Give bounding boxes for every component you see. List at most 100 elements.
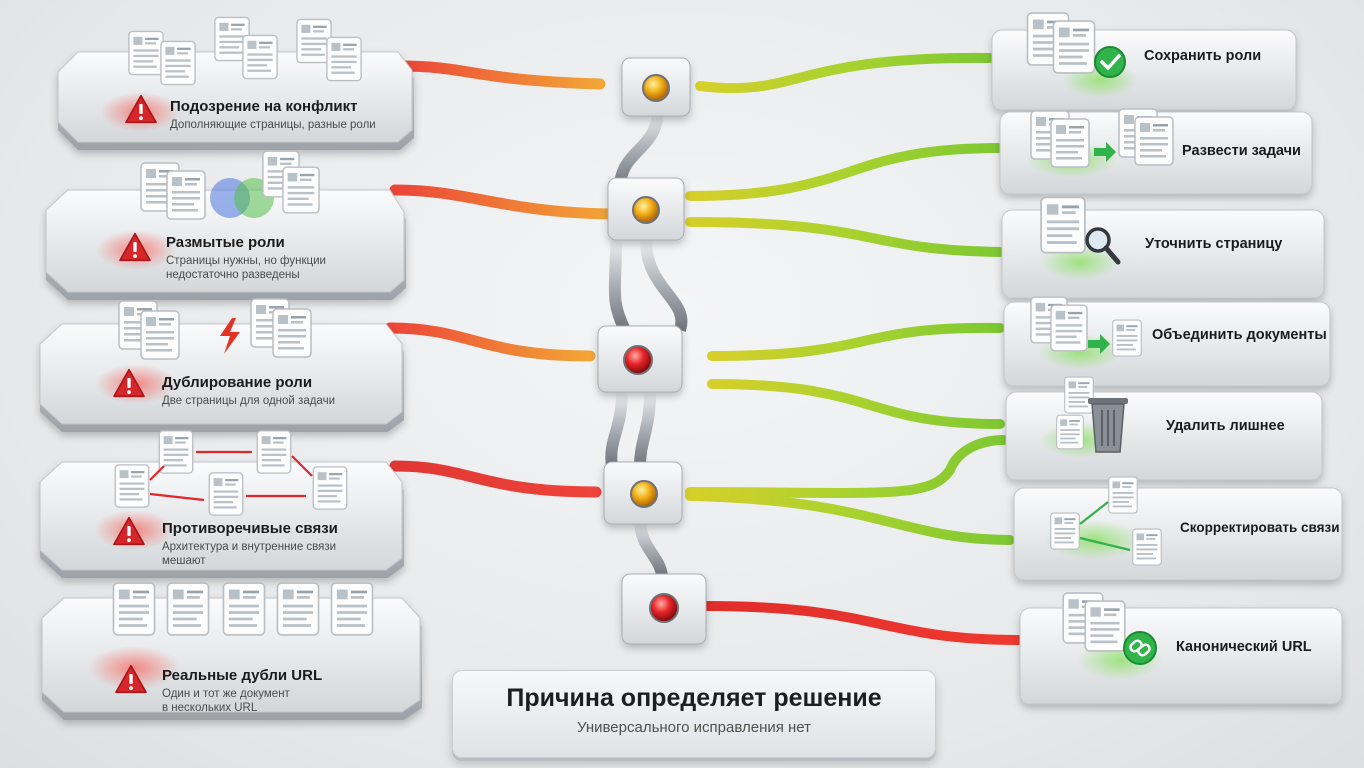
doc-icon bbox=[276, 582, 320, 636]
junction-5 bbox=[621, 573, 707, 645]
cause-subtitle-line: Дополняющие страницы, разные роли bbox=[170, 119, 376, 131]
pipe-connector-1 bbox=[614, 109, 664, 189]
cause-subtitle: Две страницы для одной задачи bbox=[162, 394, 335, 408]
junction-4 bbox=[603, 461, 683, 525]
pipe-action-8 bbox=[701, 601, 1025, 645]
cause-2-text: Размытые роли Страницы нужны, но функции… bbox=[166, 234, 326, 282]
doc-icon bbox=[312, 466, 348, 510]
cause-panels bbox=[39, 16, 422, 720]
doc-icon bbox=[1064, 376, 1094, 414]
doc-icon bbox=[208, 472, 244, 516]
cause-1-text: Подозрение на конфликт Дополняющие стран… bbox=[170, 98, 376, 132]
cause-subtitle-line: Две страницы для одной задачи bbox=[162, 395, 335, 407]
action-panels bbox=[991, 12, 1343, 705]
cause-title: Реальные дубли URL bbox=[162, 667, 323, 684]
action-label-canonical-url: Канонический URL bbox=[1176, 639, 1312, 655]
doc-icon bbox=[1056, 414, 1084, 450]
action-label-refine-page: Уточнить страницу bbox=[1145, 236, 1283, 252]
doc-icon bbox=[1132, 528, 1162, 566]
summary-subtitle: Универсального исправления нет bbox=[576, 719, 812, 736]
pipe-action-3 bbox=[685, 217, 1005, 257]
action-label-merge-docs: Объединить документы bbox=[1152, 327, 1327, 343]
pipe-cause-3 bbox=[384, 322, 596, 362]
doc-icon bbox=[1040, 196, 1086, 254]
action-panel-5 bbox=[1005, 391, 1323, 481]
trash-icon bbox=[1088, 398, 1128, 453]
doc-icon bbox=[1134, 116, 1174, 166]
cause-subtitle-line: в нескольких URL bbox=[162, 702, 258, 714]
pipe-cause-2 bbox=[389, 184, 616, 220]
junctions bbox=[597, 57, 707, 645]
junction-3 bbox=[597, 325, 683, 393]
doc-icon bbox=[296, 18, 332, 64]
cause-subtitle: Архитектура и внутренние связи мешают bbox=[162, 540, 338, 568]
pipe-cause-1 bbox=[394, 60, 606, 90]
action-label-remove-extra: Удалить лишнее bbox=[1166, 418, 1285, 434]
pipe-connector-6 bbox=[634, 519, 668, 578]
summary-plate: Причина определяет решение Универсальног… bbox=[452, 670, 936, 758]
doc-icon bbox=[256, 430, 292, 474]
pipe-action-2 bbox=[685, 143, 1005, 201]
check-icon bbox=[1094, 46, 1126, 78]
doc-icon bbox=[1052, 20, 1096, 74]
status-lamp-red bbox=[623, 345, 653, 375]
cause-subtitle: Дополняющие страницы, разные роли bbox=[170, 118, 376, 132]
cause-subtitle-line: мешают bbox=[162, 555, 206, 567]
doc-icon bbox=[330, 582, 374, 636]
cause-subtitle-line: Страницы нужны, но функции bbox=[166, 255, 326, 267]
status-lamp-amber bbox=[642, 74, 670, 102]
magnifier-icon bbox=[1085, 227, 1121, 265]
link-icon bbox=[1123, 631, 1157, 665]
status-lamp-red bbox=[649, 593, 679, 623]
doc-icon bbox=[1112, 319, 1142, 357]
pipe-action-6 bbox=[685, 435, 1009, 498]
conflict-arrows bbox=[149, 450, 313, 502]
cause-subtitle-line: Один и тот же документ bbox=[162, 688, 290, 700]
pipe-connector-4 bbox=[605, 391, 628, 467]
doc-icon bbox=[222, 582, 266, 636]
doc-icon bbox=[140, 310, 180, 360]
lightning-icon bbox=[220, 318, 240, 354]
pipe-connector-3 bbox=[640, 239, 688, 332]
action-label-fix-links: Скорректировать связи bbox=[1180, 520, 1340, 535]
status-lamp-amber bbox=[632, 196, 660, 224]
pipes bbox=[384, 52, 1025, 645]
status-lamp-amber bbox=[630, 480, 658, 508]
cause-subtitle-line: Архитектура и внутренние связи bbox=[162, 541, 337, 553]
doc-icon bbox=[282, 166, 320, 214]
junction-2 bbox=[607, 177, 685, 241]
doc-icon bbox=[272, 308, 312, 358]
cause-4-text: Противоречивые связи Архитектура и внутр… bbox=[162, 520, 338, 568]
doc-icon bbox=[1084, 600, 1126, 652]
pipe-cause-4 bbox=[389, 460, 602, 498]
doc-icon bbox=[114, 464, 150, 508]
link-graph-icon bbox=[1050, 476, 1162, 566]
merge-icon bbox=[1088, 334, 1110, 354]
action-label-save-roles: Сохранить роли bbox=[1144, 48, 1262, 64]
cause-subtitle: Страницы нужны, но функции недостаточно … bbox=[166, 254, 326, 282]
pipe-action-5 bbox=[707, 379, 1005, 429]
doc-icon bbox=[166, 582, 210, 636]
cause-panel-2 bbox=[45, 189, 406, 300]
cause-title: Противоречивые связи bbox=[162, 520, 338, 537]
cause-title: Размытые роли bbox=[166, 234, 285, 251]
cause-title: Дублирование роли bbox=[162, 374, 313, 391]
junction-1 bbox=[621, 57, 691, 117]
cause-5-glow bbox=[88, 646, 180, 690]
doc-icon bbox=[1050, 304, 1088, 352]
pipe-action-1 bbox=[695, 52, 995, 94]
cause-5-text: Реальные дубли URL Один и тот же докумен… bbox=[162, 667, 322, 715]
cause-subtitle-line: недостаточно разведены bbox=[166, 269, 300, 281]
doc-icon bbox=[326, 36, 362, 82]
cause-title: Подозрение на конфликт bbox=[170, 98, 358, 115]
doc-icon bbox=[1050, 512, 1080, 550]
doc-icon bbox=[166, 170, 206, 220]
summary-title: Причина определяет решение bbox=[506, 684, 882, 712]
doc-icon bbox=[1050, 118, 1090, 168]
pipe-action-4 bbox=[707, 322, 1005, 361]
doc-icon bbox=[1108, 476, 1138, 514]
cause-3-text: Дублирование роли Две страницы для одной… bbox=[162, 374, 335, 408]
cause-subtitle: Один и тот же документ в нескольких URL bbox=[162, 687, 322, 715]
doc-icon bbox=[160, 40, 196, 86]
